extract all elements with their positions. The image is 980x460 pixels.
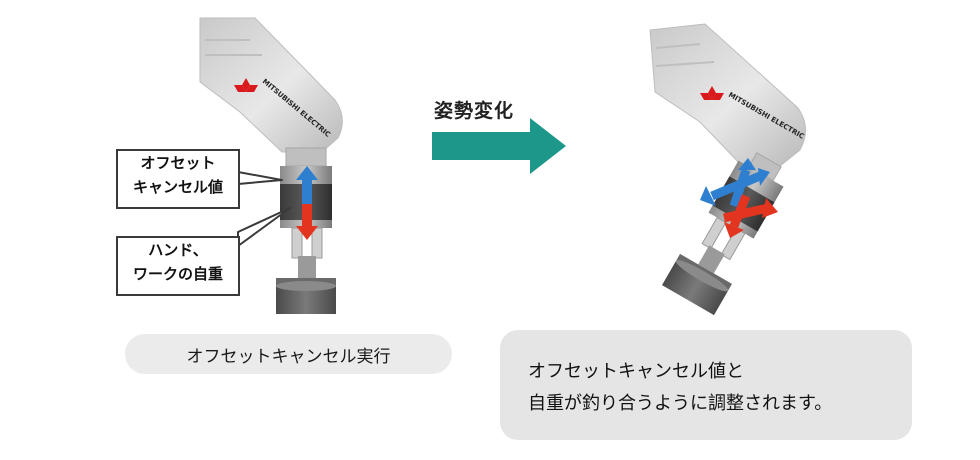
offset-arrow — [296, 166, 318, 204]
weight-arrow-after — [723, 194, 778, 238]
weight-arrow — [296, 204, 318, 240]
offset-callout-line2: キャンセル値 — [132, 178, 223, 196]
hand-shaft — [298, 256, 316, 278]
hand-finger-left — [291, 227, 303, 259]
upper-arm-after — [649, 23, 806, 167]
hand-finger-right — [311, 227, 323, 259]
weight-callout-line2: ワークの自重 — [132, 265, 223, 283]
after-caption: オフセットキャンセル値と 自重が釣り合うように調整されます。 — [500, 330, 912, 440]
upper-arm — [199, 17, 343, 153]
offset-arrow-after — [700, 158, 770, 208]
workpiece-weight-after — [662, 260, 728, 316]
brand-logo — [234, 78, 258, 92]
transition-arrow — [432, 118, 566, 174]
weight-callout: ハンド、 ワークの自重 — [116, 236, 240, 296]
offset-callout-pointer — [237, 171, 283, 185]
wrist-joint — [285, 147, 327, 167]
weight-callout-line1: ハンド、 — [148, 241, 208, 259]
offset-callout-line1: オフセット — [140, 154, 216, 172]
after-caption-line1: オフセットキャンセル値と — [528, 361, 744, 382]
robot-after-illustration: MITSUBISHI ELECTRIC — [649, 23, 806, 316]
brand-logo-after — [700, 86, 724, 100]
transition-label: 姿勢変化 — [434, 100, 515, 122]
after-caption-line2: 自重が釣り合うように調整されます。 — [528, 393, 833, 414]
before-caption: オフセットキャンセル実行 — [125, 334, 452, 374]
offset-callout: オフセット キャンセル値 — [116, 149, 240, 209]
